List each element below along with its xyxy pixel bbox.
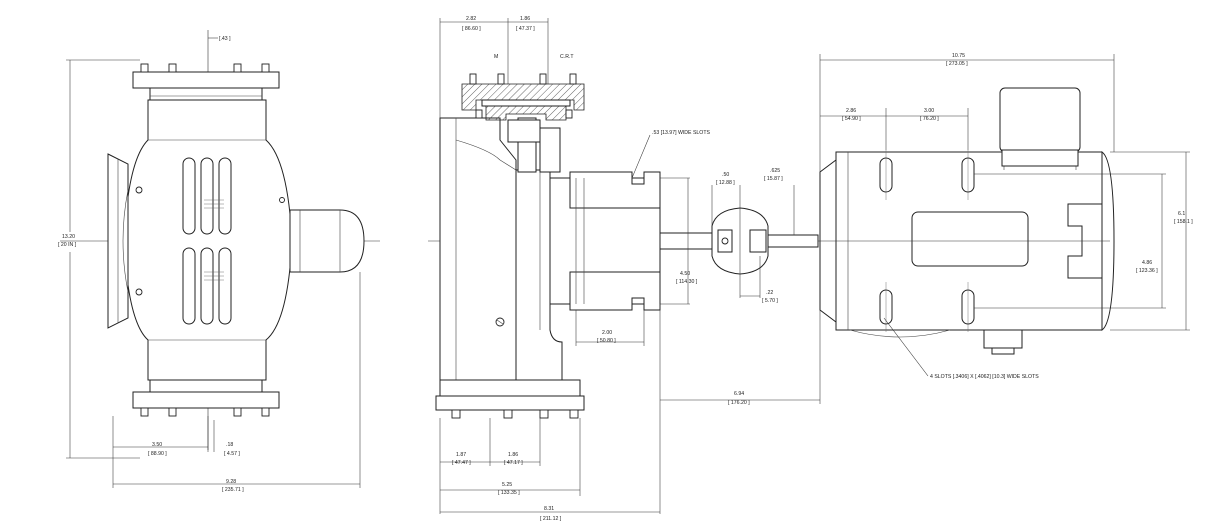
dim-side-base-a-in: 1.87 (456, 452, 466, 458)
front-top-flange (132, 63, 280, 101)
dim-side-bolt-spacing: 2.00 [ 50.80 ] (575, 310, 645, 346)
callout-motor-slots-text: 4 SLOTS [.3406] X [.4062] [10.3] WIDE SL… (930, 374, 1039, 380)
dim-side-base: 1.87 [ 47.47 ] 1.86 [ 47.17 ] 5.25 [ 133… (439, 418, 660, 522)
dim-side-base-b-in: 1.86 (508, 452, 518, 458)
motor-foot-slots (879, 150, 975, 332)
dim-motor-height-in: 6.1 (1178, 211, 1185, 217)
dim-motor-foot-b-in: 3.00 (924, 108, 934, 114)
dim-motor-center-in: 4.86 (1142, 260, 1152, 266)
front-windows (182, 157, 232, 325)
dim-front-top-offset: [.43 ] (208, 36, 231, 42)
dim-motor-length-mm: [ 273.05 ] (946, 61, 968, 67)
callout-side-slots-text: .53 [13.97] WIDE SLOTS (652, 130, 710, 136)
callout-side-slots: .53 [13.97] WIDE SLOTS (631, 130, 710, 179)
dim-side-shaft-a-mm: [ 12.88 ] (716, 180, 735, 186)
dim-motor-foot-a-in: 2.86 (846, 108, 856, 114)
dim-side-top-b-mm: [ 47.37 ] (516, 26, 535, 32)
dim-side-shaft: 4.50 [ 114.30 ] .50 [ 12.88 ] .625 [ 15.… (660, 168, 795, 305)
dim-front-width-in: 9.28 (226, 479, 236, 485)
dim-motor-center-mm: [ 123.36 ] (1136, 268, 1158, 274)
dim-front-height: 13.20 [ 20 IN ] (58, 59, 140, 459)
front-bottom-flange (132, 379, 280, 417)
dim-side-top-b-in: 1.86 (520, 16, 530, 22)
dim-side-flange-in: 4.50 (680, 271, 690, 277)
front-pump-body (107, 99, 365, 381)
side-pump-casing (435, 117, 715, 419)
dim-side-key-in: .22 (766, 290, 773, 296)
dim-side-top-a-in: 2.82 (466, 16, 476, 22)
motor-view: 10.75 [ 273.05 ] 2.86 [ 54.90 ] 3.00 [ 7… (819, 53, 1193, 380)
dim-motor-foot-a-mm: [ 54.90 ] (842, 116, 861, 122)
dim-front-top-offset-text: [.43 ] (219, 36, 231, 42)
dim-side-coupling-in: 6.94 (734, 391, 744, 397)
dim-side-coupling: 6.94 [ 176.20 ] (659, 304, 821, 514)
label-m: M (494, 54, 498, 60)
dim-front-width-mm: [ 235.71 ] (222, 487, 244, 493)
dim-side-shaft-a-in: .50 (722, 172, 729, 178)
side-coupling (711, 207, 819, 275)
dim-front-base: 3.50 [ 88.90 ] .18 [ 4.57 ] (112, 416, 240, 488)
dim-side-base-a-mm: [ 47.47 ] (452, 460, 471, 466)
dim-side-flange-mm: [ 114.30 ] (676, 279, 698, 285)
callout-motor-slots: 4 SLOTS [.3406] X [.4062] [10.3] WIDE SL… (883, 317, 1039, 380)
dim-side-overall-mm: [ 211.12 ] (540, 516, 562, 522)
dim-front-width: 9.28 [ 235.71 ] (113, 272, 361, 493)
dim-motor-length: 10.75 [ 273.05 ] (819, 53, 1115, 172)
label-crt: C.R.T (560, 54, 574, 60)
dim-side-shaft-b-mm: [ 15.87 ] (764, 176, 783, 182)
dim-motor-height: 6.1 [ 158.1 ] 4.86 [ 123.36 ] (974, 151, 1193, 331)
dim-side-base-c-in: 5.25 (502, 482, 512, 488)
dim-front-base-left-mm: [ 88.90 ] (148, 451, 167, 457)
dim-side-base-b-mm: [ 47.17 ] (504, 460, 523, 466)
dim-side-bolt-sp-in: 2.00 (602, 330, 612, 336)
dim-front-base-gap-mm: [ 4.57 ] (224, 451, 240, 457)
dim-front-base-left-in: 3.50 (152, 442, 162, 448)
dim-side-shaft-b-in: .625 (770, 168, 780, 174)
dim-front-height-mm: [ 20 IN ] (58, 242, 77, 248)
dim-side-top-a-mm: [ 86.60 ] (462, 26, 481, 32)
dim-motor-length-in: 10.75 (952, 53, 965, 59)
dim-motor-feet: 2.86 [ 54.90 ] 3.00 [ 76.20 ] (820, 108, 969, 150)
dim-side-overall-in: 8.31 (544, 506, 554, 512)
dim-side-key-mm: [ 5.70 ] (762, 298, 778, 304)
side-top-cover (461, 73, 585, 143)
dim-side-coupling-mm: [ 176.20 ] (728, 400, 750, 406)
front-view: [.43 ] 13.20 [ 20 IN ] 3.50 [ 88.90 ] .1… (58, 30, 380, 493)
dim-motor-height-mm: [ 158.1 ] (1174, 219, 1193, 225)
dim-side-bolt-sp-mm: [ 50.80 ] (597, 338, 616, 344)
dim-front-height-in: 13.20 (62, 234, 75, 240)
side-view: 2.82 [ 86.60 ] 1.86 [ 47.37 ] M C.R.T .5… (428, 16, 821, 522)
dim-front-base-gap-in: .18 (226, 442, 233, 448)
dim-side-base-c-mm: [ 133.35 ] (498, 490, 520, 496)
dim-side-top: 2.82 [ 86.60 ] 1.86 [ 47.37 ] M C.R.T (439, 16, 574, 118)
dim-motor-foot-b-mm: [ 76.20 ] (920, 116, 939, 122)
